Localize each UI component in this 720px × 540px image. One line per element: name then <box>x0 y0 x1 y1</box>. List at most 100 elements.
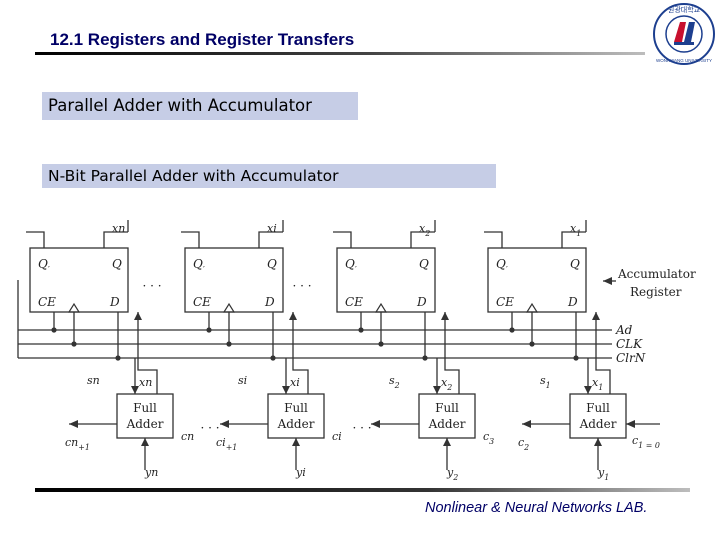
full-adder-box <box>418 393 476 439</box>
ff-q-label: Q <box>419 257 429 271</box>
full-adder-label: Adder <box>579 417 617 431</box>
junction-dot <box>51 327 57 333</box>
full-adder-label: Adder <box>277 417 315 431</box>
page-title: 12.1 Registers and Register Transfers <box>50 30 355 49</box>
accumulator-label: Accumulator <box>617 267 696 281</box>
x-input-wire <box>258 231 283 248</box>
carry-arrow <box>371 420 380 428</box>
ff-qbar-label: Q′ <box>345 257 357 275</box>
logo-top-text: 원광대학교 <box>668 5 701 14</box>
adder-x-arrow <box>131 386 139 394</box>
y-input-arrow <box>141 438 149 446</box>
carry-out-label: ci+1 <box>216 436 237 452</box>
carry-arrow <box>69 420 78 428</box>
ff-ce-label: CE <box>38 295 56 309</box>
feedback-wire <box>484 231 503 248</box>
carry-in-arrow <box>626 420 635 428</box>
sum-wire <box>292 312 309 394</box>
carry-out-label: cn+1 <box>65 436 90 452</box>
sum-label: si <box>238 374 247 387</box>
junction-dot <box>206 327 212 333</box>
flip-flop-box <box>29 247 129 313</box>
ff-qbar-label: Q′ <box>496 257 508 275</box>
lab-footer: Nonlinear & Neural Networks LAB. <box>425 500 648 516</box>
junction-dot <box>573 355 579 361</box>
junction-dot <box>529 341 535 347</box>
section-heading-box: N-Bit Parallel Adder with Accumulator <box>42 164 496 188</box>
adder-x-label: x1 <box>592 376 603 392</box>
sum-label: s2 <box>389 374 400 390</box>
y-input-arrow <box>594 438 602 446</box>
y-input-label: y2 <box>446 466 458 482</box>
ellipsis: · · · <box>292 279 311 293</box>
junction-dot <box>378 341 384 347</box>
full-adder-box <box>116 393 174 439</box>
ff-ce-label: CE <box>345 295 363 309</box>
sum-label: s1 <box>540 374 551 390</box>
x-input-label: xi <box>267 222 277 235</box>
junction-dot <box>358 327 364 333</box>
adder-x-label: x2 <box>441 376 452 392</box>
sum-arrow <box>592 312 600 320</box>
x-input-label: x2 <box>419 222 430 238</box>
ff-ce-label: CE <box>193 295 211 309</box>
x-input-wire <box>103 231 128 248</box>
ff-qbar-label: Q′ <box>38 257 50 275</box>
junction-dot <box>115 355 121 361</box>
carry-in-label: c3 <box>483 430 494 446</box>
feedback-wire <box>333 231 352 248</box>
ff-d-label: D <box>109 295 120 309</box>
ff-d-label: D <box>567 295 578 309</box>
full-adder-box <box>267 393 325 439</box>
junction-dot <box>509 327 515 333</box>
junction-dot <box>422 355 428 361</box>
x-input-wire <box>561 231 586 248</box>
full-adder-label: Full <box>133 401 157 415</box>
ellipsis: · · · <box>352 421 371 435</box>
full-adder-box <box>569 393 627 439</box>
carry-in-zero-label: c1 = 0 <box>632 434 660 450</box>
adder-x-arrow <box>282 386 290 394</box>
carry-out-label: c2 <box>518 436 529 452</box>
y-input-arrow <box>443 438 451 446</box>
logo-bottom-text: WONKWANG UNIVERSITY <box>656 58 712 63</box>
y-input-label: yi <box>295 466 306 479</box>
x-input-label: xn <box>112 222 125 235</box>
feedback-wire <box>26 231 45 248</box>
sum-wire <box>137 312 158 394</box>
subtitle-text: Parallel Adder with Accumulator <box>48 96 312 115</box>
accumulator-arrow <box>603 277 612 285</box>
control-label-ad: Ad <box>615 323 633 337</box>
ellipsis: · · · <box>200 421 219 435</box>
adder-x-label: xi <box>290 376 300 389</box>
sum-arrow <box>441 312 449 320</box>
y-input-arrow <box>292 438 300 446</box>
register-label: Register <box>630 285 682 299</box>
flip-flop-box <box>336 247 436 313</box>
carry-in-label: ci <box>332 430 342 443</box>
x-input-label: x1 <box>570 222 581 238</box>
sum-label: sn <box>87 374 100 387</box>
ellipsis: · · · <box>142 279 161 293</box>
ff-q-label: Q <box>570 257 580 271</box>
flip-flop-box <box>184 247 284 313</box>
carry-arrow <box>220 420 229 428</box>
university-logo: 원광대학교 WONKWANG UNIVERSITY <box>653 3 715 65</box>
y-input-label: y1 <box>597 466 609 482</box>
carry-in-label: cn <box>181 430 194 443</box>
section-heading-text: N-Bit Parallel Adder with Accumulator <box>48 167 339 185</box>
sum-arrow <box>289 312 297 320</box>
ff-d-label: D <box>416 295 427 309</box>
sum-wire <box>595 312 611 394</box>
ff-q-label: Q <box>267 257 277 271</box>
flip-flop-box <box>487 247 587 313</box>
full-adder-label: Full <box>284 401 308 415</box>
sum-wire <box>444 312 460 394</box>
adder-x-label: xn <box>139 376 152 389</box>
full-adder-label: Full <box>435 401 459 415</box>
full-adder-label: Full <box>586 401 610 415</box>
full-adder-label: Adder <box>126 417 164 431</box>
junction-dot <box>226 341 232 347</box>
adder-x-arrow <box>584 386 592 394</box>
